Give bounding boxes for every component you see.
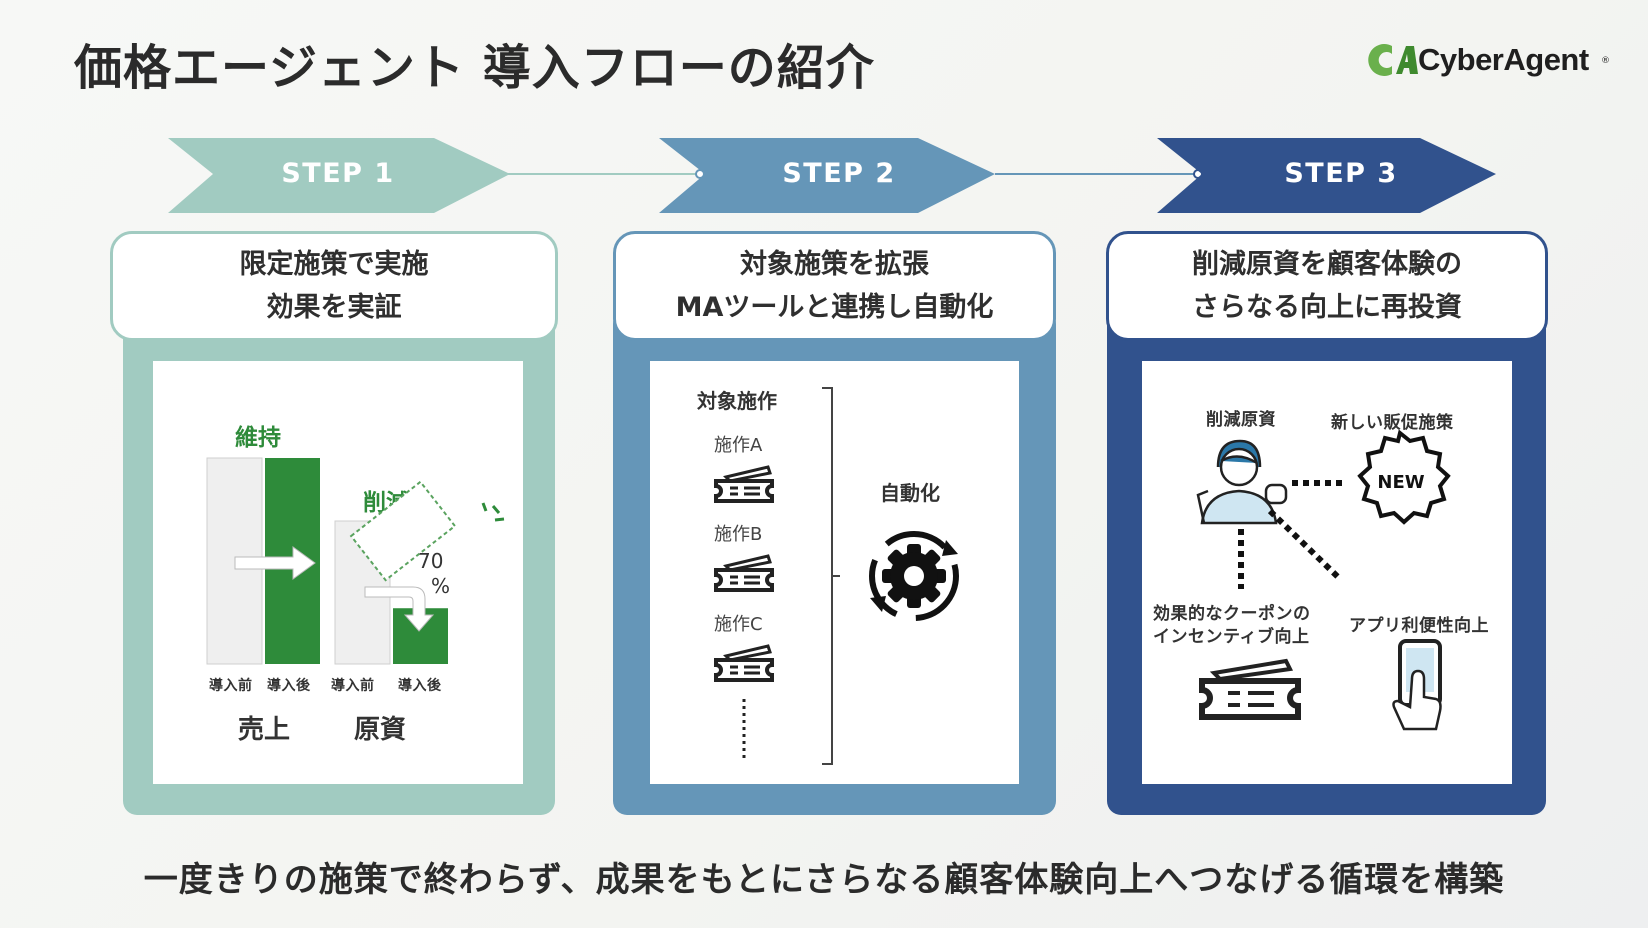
sales-before-label: 導入前 xyxy=(209,678,253,694)
measures-bracket xyxy=(822,387,840,765)
step3-chevron xyxy=(1157,138,1496,213)
maintain-label: 維持 xyxy=(235,425,281,451)
step1-chevron xyxy=(168,138,510,213)
step2-chevron xyxy=(659,138,995,213)
sales-label: 売上 xyxy=(238,715,291,745)
percent-line1: 70 xyxy=(418,549,444,573)
app-convenience-label: アプリ利便性向上 xyxy=(1349,616,1489,636)
measure-b-label: 施作B xyxy=(714,524,763,545)
page-title: 価格エージェント 導入フローの紹介 xyxy=(74,40,875,96)
coupon-line2: インセンティブ向上 xyxy=(1153,627,1310,647)
link-to-app xyxy=(1267,508,1341,580)
sales-cost-bars xyxy=(206,457,505,665)
ticket-icon-b xyxy=(714,554,774,592)
sales-after-label: 導入後 xyxy=(267,678,311,694)
logo-registered-mark: ® xyxy=(1601,56,1610,66)
step2-heading: 対象施策を拡張 MAツールと連携し自動化 xyxy=(613,231,1056,341)
ticket-icon-large xyxy=(1199,658,1301,720)
percent-line2: % xyxy=(431,574,451,598)
step3-heading: 削減原資を顧客体験の さらなる向上に再投資 xyxy=(1106,231,1548,341)
ticket-icon-c xyxy=(714,644,774,682)
new-badge-text: NEW xyxy=(1377,472,1424,493)
cost-label: 原資 xyxy=(354,715,407,745)
step1-heading: 限定施策で実施 効果を実証 xyxy=(110,231,558,341)
new-badge-icon xyxy=(1357,429,1451,525)
step3-panel: 削減原資 新しい販促施策 効果的なクーポンの インセンティブ向上 アプリ利便性向… xyxy=(1142,361,1512,784)
step-flow xyxy=(168,138,1496,213)
measure-a-label: 施作A xyxy=(714,435,763,456)
smartphone-tap-icon xyxy=(1392,639,1442,731)
step3-label: STEP 3 xyxy=(1284,158,1398,189)
coupon-line1: 効果的なクーポンの xyxy=(1153,604,1311,624)
measure-c-label: 施作C xyxy=(714,614,763,635)
step2-label: STEP 2 xyxy=(782,158,896,189)
logo-mark-icon xyxy=(1368,44,1418,76)
cost-after-label: 導入後 xyxy=(398,678,442,694)
cyberagent-logo: CyberAgent ® xyxy=(1362,36,1610,86)
cost-before-label: 導入前 xyxy=(331,678,375,694)
gear-cycle-icon xyxy=(869,531,959,621)
target-measures-label: 対象施作 xyxy=(697,389,777,413)
logo-wordmark: CyberAgent xyxy=(1418,42,1589,77)
step3-graphics: NEW xyxy=(1196,429,1451,731)
sales-arrow-icon xyxy=(234,546,316,580)
automation-label: 自動化 xyxy=(880,481,940,505)
sparkle-icon xyxy=(481,502,505,522)
reduced-fund-label: 削減原資 xyxy=(1206,410,1276,430)
ticket-icon-a xyxy=(714,465,774,503)
cost-down-arrow-icon xyxy=(364,586,435,632)
step1-panel: 維持 削減 70 % 導入前 導入後 導入前 導入後 売上 原資 xyxy=(153,361,523,784)
summary-footer: 一度きりの施策で終わらず、成果をもとにさらなる顧客体験向上へつなげる循環を構築 xyxy=(143,860,1505,900)
step2-panel: 対象施作 施作A 施作B 施作C 自動化 xyxy=(650,361,1019,784)
new-promo-label: 新しい販促施策 xyxy=(1331,413,1454,433)
step1-label: STEP 1 xyxy=(281,158,395,189)
step2-graphics xyxy=(714,387,959,765)
